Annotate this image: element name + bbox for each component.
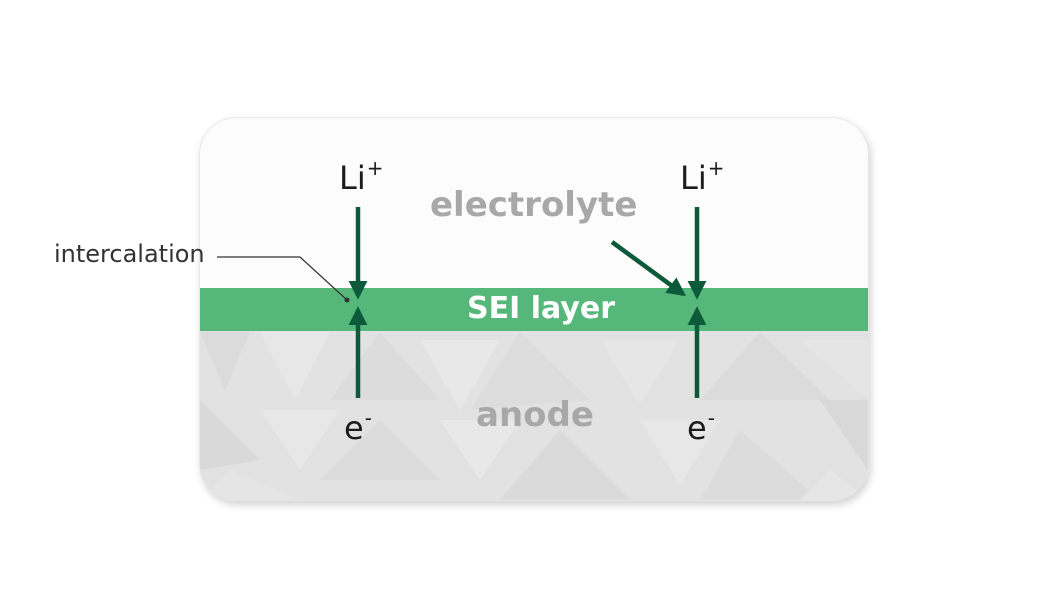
electrolyte-label: electrolyte: [430, 185, 638, 225]
left-electron-label: e-: [344, 408, 372, 447]
left-li-symbol: Li: [339, 159, 366, 197]
intercalation-point: [344, 297, 350, 303]
right-lithium-ion-label: Li+: [680, 158, 724, 197]
right-li-charge: +: [707, 156, 725, 180]
left-e-symbol: e: [344, 409, 364, 447]
electrolyte-diagonal-arrow: [610, 240, 687, 297]
right-electron-label: e-: [687, 408, 715, 447]
sei-layer-label: SEI layer: [467, 291, 616, 326]
right-e-charge: -: [707, 406, 715, 430]
electrolyte-region: [200, 118, 868, 288]
right-e-symbol: e: [687, 409, 707, 447]
left-lithium-ion-label: Li+: [339, 158, 383, 197]
left-e-charge: -: [364, 406, 372, 430]
intercalation-label: intercalation: [54, 240, 205, 268]
sei-layer-band: [200, 288, 868, 331]
right-li-symbol: Li: [680, 159, 707, 197]
anode-texture: [200, 332, 868, 500]
left-li-charge: +: [366, 156, 384, 180]
intercalation-leader-line: [217, 256, 348, 301]
anode-label: anode: [476, 395, 594, 435]
